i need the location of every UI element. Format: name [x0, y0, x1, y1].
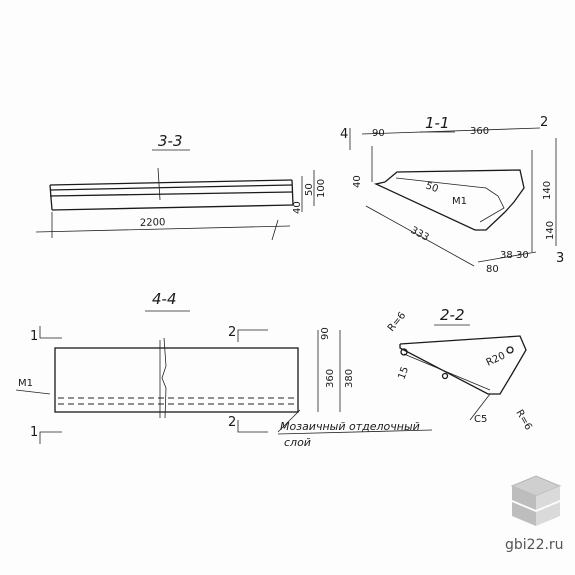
note-leader	[277, 409, 301, 433]
section-4-4: 4-4 1 1 2 2 M1 90 360 380 Мозаичный отде…	[15, 290, 433, 449]
beam-top-edge	[49, 179, 293, 186]
watermark-logo-icon	[510, 475, 562, 526]
dim-40-label: 40	[352, 175, 363, 188]
cut-mark-3: 3	[556, 251, 564, 266]
dim-360-label: 360	[325, 369, 336, 388]
section-3-3: 3-3 2200 40 50 100	[35, 132, 327, 241]
beam-top-edge-inner	[49, 184, 293, 191]
dim-length-label: 2200	[140, 217, 166, 229]
profile-2-2-outline	[399, 335, 527, 395]
cut-mark-2-top: 2	[228, 325, 236, 340]
dim-30-label: 30	[516, 250, 529, 261]
dim-38-label: 38	[500, 250, 513, 261]
dim-line-top	[361, 127, 541, 135]
cut-mark-1-bottom: 1	[30, 425, 38, 440]
leader-line	[15, 389, 51, 395]
profile-outline	[373, 169, 525, 231]
profile-inner-line	[395, 177, 505, 223]
dim-140-label: 140	[542, 181, 553, 200]
dim-15-label: 15	[396, 365, 411, 381]
watermark-text[interactable]: gbi22.ru	[505, 537, 564, 553]
break-line	[161, 337, 167, 419]
cut-mark-4: 4	[340, 127, 348, 142]
radius-r20-label: R20	[485, 350, 507, 368]
section-4-4-title: 4-4	[152, 290, 177, 308]
section-1-1-title: 1-1	[425, 114, 450, 132]
cut-mark-2: 2	[540, 115, 548, 130]
cut-mark-2-bottom: 2	[228, 415, 236, 430]
beam-bottom-edge	[51, 204, 294, 211]
dim-100-label: 100	[316, 179, 327, 198]
fillet-marker	[441, 372, 449, 380]
note-line-1: Мозаичный отделочный	[280, 420, 420, 433]
dim-90-label: 90	[372, 128, 385, 139]
radius-r6-label: R=6	[386, 310, 408, 334]
fillet-marker	[400, 348, 408, 356]
section-2-2: 2-2 R=6 R20 R=6 15 C5	[386, 306, 534, 432]
dim-50-label: 50	[424, 180, 440, 195]
dim-line-length	[35, 225, 291, 233]
dim-333-label: 333	[409, 225, 431, 244]
mark-m1: M1	[452, 196, 467, 207]
note-line-2: слой	[284, 436, 311, 449]
dim-80-label: 80	[486, 264, 499, 275]
extension-line	[271, 219, 279, 241]
dim-140b-label: 140	[545, 221, 556, 240]
dim-380-label: 380	[344, 369, 355, 388]
cut-arrow-top	[39, 326, 62, 339]
break-line	[157, 167, 161, 201]
cut-mark-1-top: 1	[30, 329, 38, 344]
section-1-1: 1-1 4 90 360 2 40 50 M1 333 140 140 3 80…	[340, 114, 564, 275]
dim-40-label: 40	[292, 201, 303, 214]
cut-arrow-2-bottom	[237, 420, 268, 433]
chamfer-leader	[469, 393, 491, 421]
dim-line-bottom	[477, 251, 537, 263]
mark-m1: M1	[18, 378, 33, 389]
dim-360-label: 360	[470, 126, 489, 137]
radius-r6b-label: R=6	[513, 408, 533, 432]
dim-90-label: 90	[320, 327, 331, 340]
panel-outline	[54, 347, 299, 413]
beam-right-end	[291, 179, 294, 206]
beam-left-end	[49, 184, 53, 211]
cut-arrow-2-top	[237, 329, 268, 342]
chamfer-c5-label: C5	[474, 414, 487, 425]
cut-arrow-bottom	[39, 431, 62, 444]
inner-edge	[403, 353, 491, 391]
section-3-3-title: 3-3	[158, 132, 183, 150]
dim-50-label: 50	[304, 183, 315, 196]
section-2-2-title: 2-2	[440, 306, 465, 324]
dim-line-333	[365, 205, 475, 267]
fillet-marker	[506, 346, 514, 354]
beam-mid-edge	[49, 191, 293, 197]
note-underline	[277, 429, 433, 435]
